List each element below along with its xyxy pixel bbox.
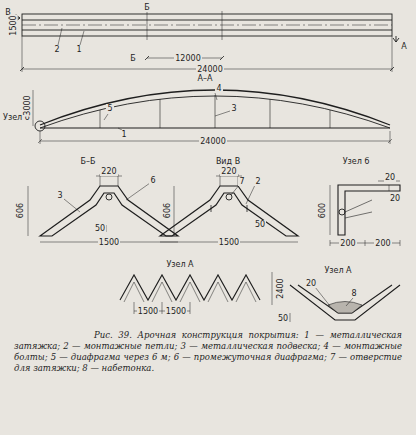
drawing-label: 20 xyxy=(305,279,317,288)
drawing-label: 12000 xyxy=(174,54,201,63)
detail-b xyxy=(330,181,400,246)
drawing-label: 7 xyxy=(238,177,245,186)
drawing-label: 1500 xyxy=(98,238,120,247)
drawing-label: 50 xyxy=(277,314,289,323)
drawing-label: 1500 xyxy=(165,307,187,316)
drawing-label: 50 xyxy=(254,220,266,229)
drawing-label: 3 xyxy=(230,104,237,113)
drawing-label: 1500 xyxy=(218,238,240,247)
drawing-label: 50 xyxy=(94,224,106,233)
drawing-label: 8 xyxy=(350,289,357,298)
drawing-label: 5 xyxy=(106,104,113,113)
drawing-label: Б–Б xyxy=(80,157,97,166)
shell-section xyxy=(28,174,178,242)
drawing-label: 200 xyxy=(374,239,391,248)
drawing-label: 24000 xyxy=(196,65,223,74)
drawing-label: 2400 xyxy=(275,277,284,299)
drawing-label: А xyxy=(400,42,407,51)
drawing-label: 606 xyxy=(17,201,26,218)
drawing-label: 1 xyxy=(75,45,82,54)
drawing-label: Б xyxy=(143,3,151,12)
drawing-label: 1500 xyxy=(137,307,159,316)
drawing-label: 606 xyxy=(164,201,173,218)
drawing-label: Узел А xyxy=(165,260,194,269)
drawing-label: 2 xyxy=(254,177,261,186)
drawing-label: 200 xyxy=(339,239,356,248)
drawing-label: 3000 xyxy=(22,94,31,116)
drawing-label: Вид В xyxy=(215,157,241,166)
drawing-label: 6 xyxy=(149,176,156,185)
figure-caption: Рис. 39. Арочная конструкция покрытия: 1… xyxy=(14,330,402,374)
drawing-label: 20 xyxy=(384,173,396,182)
drawing-label: Узел б xyxy=(342,157,371,166)
shell-end-view xyxy=(160,174,298,242)
drawing-label: 220 xyxy=(220,167,237,176)
drawing-label: 220 xyxy=(100,167,117,176)
drawing-label: 600 xyxy=(319,201,328,218)
drawing-label: 20 xyxy=(389,194,401,203)
drawing-label: 2 xyxy=(53,45,60,54)
drawing-label: 1 xyxy=(120,130,127,139)
drawing-label: 24000 xyxy=(199,137,226,146)
detail-a-section xyxy=(290,285,400,322)
drawing-label: 4 xyxy=(215,84,222,93)
plan-view xyxy=(8,4,399,72)
drawing-label: 1500 xyxy=(9,14,18,36)
drawing-label: А–А xyxy=(197,74,214,83)
drawing-label: Узел А xyxy=(323,266,352,275)
drawing-label: 3 xyxy=(56,191,63,200)
drawing-label: Б xyxy=(129,54,137,63)
